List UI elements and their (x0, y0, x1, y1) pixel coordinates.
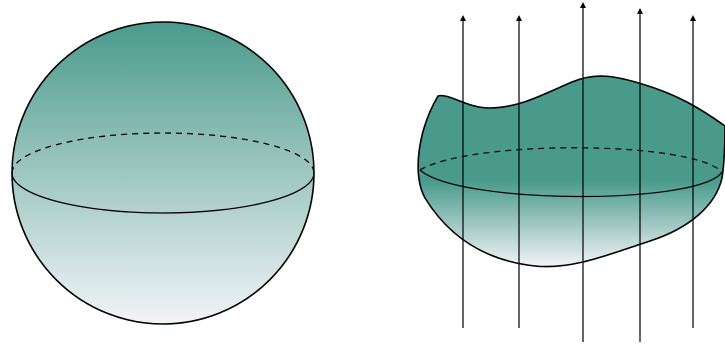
blob-outline (417, 75, 725, 268)
sphere-outline (11, 21, 315, 325)
sphere-equator-back-dashed (11, 132, 315, 174)
blob-panel (417, 75, 725, 268)
sphere-panel (11, 21, 315, 325)
field-lines (460, 2, 696, 342)
blob-equator-front (419, 169, 723, 198)
sphere-equator-front (11, 172, 315, 214)
